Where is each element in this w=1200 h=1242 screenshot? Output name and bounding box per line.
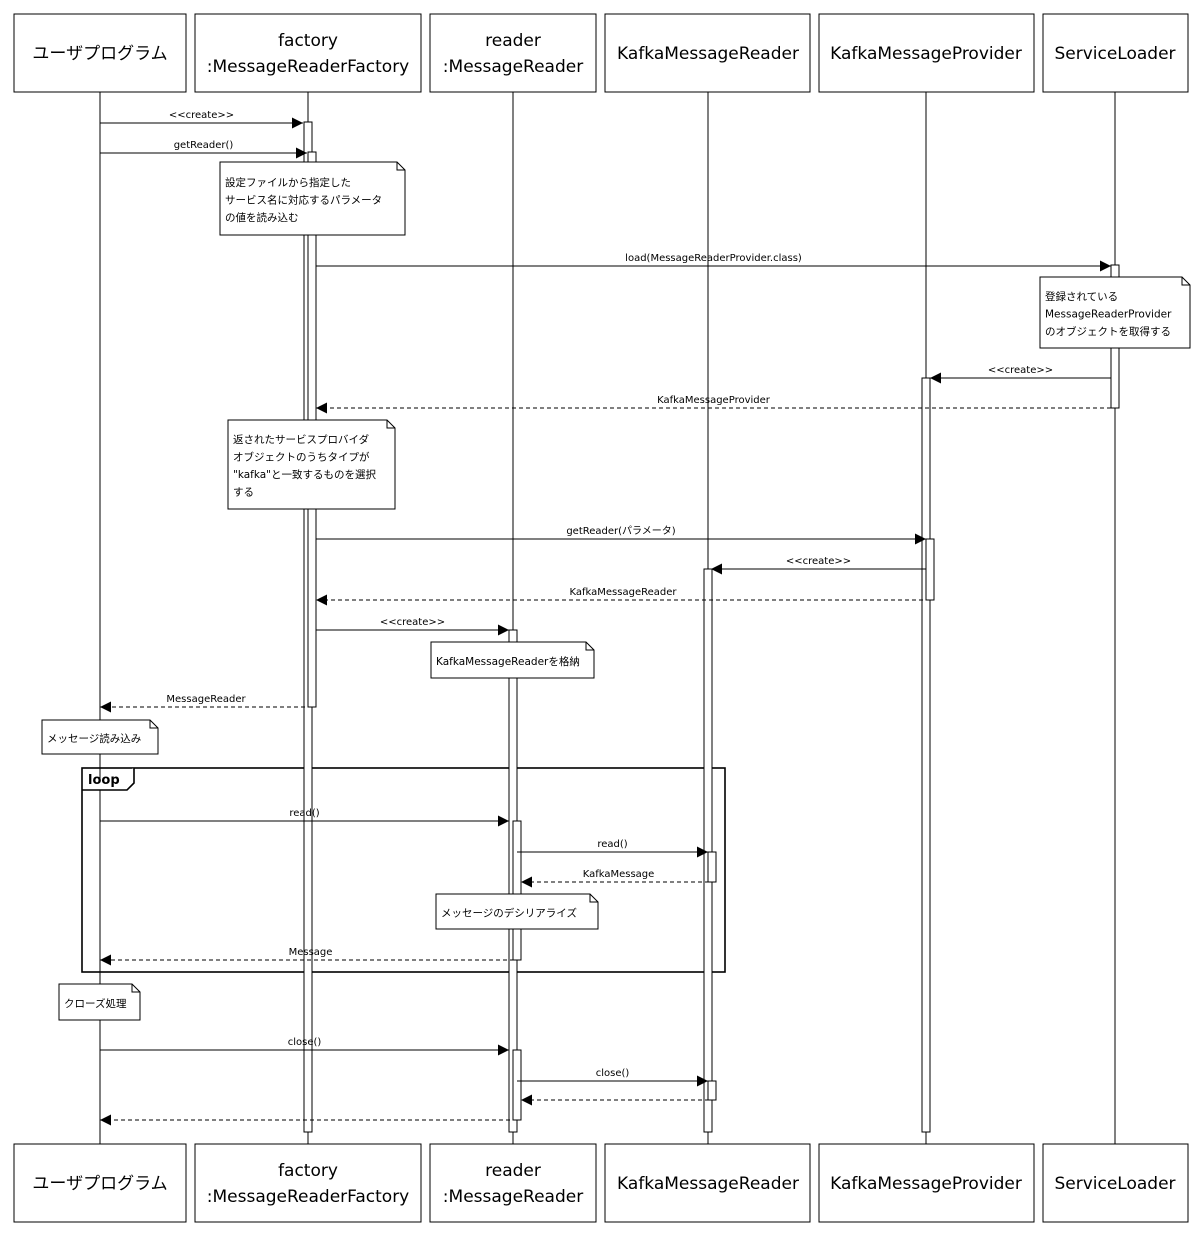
activation-reader — [512, 820, 522, 961]
note-text: の値を読み込む — [225, 211, 299, 224]
note-text: 設定ファイルから指定した — [225, 176, 351, 189]
participant-label: KafkaMessageProvider — [830, 1174, 1022, 1194]
participant-label: ServiceLoader — [1054, 44, 1175, 64]
participant-factory-top[interactable]: factory :MessageReaderFactory — [194, 13, 422, 93]
activation-kreader — [703, 568, 713, 1133]
message-loader-to-kprovider: <<create>> — [930, 365, 1111, 384]
message-label: Message — [289, 947, 333, 958]
note-registered: 登録されている MessageReaderProvider のオブジェクトを取得する — [1039, 276, 1191, 349]
message-reader-to-kreader: close() — [517, 1068, 708, 1087]
message-factory-to-loader: load(MessageReaderProvider.class) — [316, 253, 1111, 272]
message-return-kreader-to-reader: KafkaMessage — [521, 869, 716, 888]
note-text: メッセージ読み込み — [47, 732, 141, 745]
message-label: <<create>> — [169, 110, 234, 121]
participant-loader-top[interactable]: ServiceLoader — [1042, 13, 1189, 93]
participant-label: ユーザプログラム — [32, 44, 167, 64]
participant-label: :MessageReaderFactory — [207, 57, 410, 77]
message-label: load(MessageReaderProvider.class) — [625, 253, 802, 264]
participant-kprovider-bottom[interactable]: KafkaMessageProvider — [818, 1143, 1035, 1223]
activation-kprovider — [925, 538, 935, 601]
note-text: 登録されている — [1045, 290, 1118, 303]
note-text: のオブジェクトを取得する — [1045, 325, 1171, 338]
note-read: メッセージ読み込み — [41, 719, 159, 755]
note-text: クローズ処理 — [64, 997, 127, 1010]
participant-label: ユーザプログラム — [32, 1174, 167, 1194]
message-factory-to-kprovider: getReader(パラメータ) — [316, 525, 926, 545]
fragment-label: loop — [88, 773, 120, 788]
message-kprovider-to-kreader: <<create>> — [711, 556, 926, 575]
note-close: クローズ処理 — [58, 983, 141, 1021]
message-label: getReader() — [174, 140, 234, 151]
message-reader-to-kreader: read() — [517, 839, 708, 858]
activation-kreader — [707, 851, 717, 883]
message-label: read() — [289, 808, 319, 819]
message-user-to-reader: read() — [100, 808, 509, 827]
participant-label: factory — [278, 31, 338, 51]
message-label: KafkaMessageProvider — [657, 395, 771, 406]
participant-label: KafkaMessageProvider — [830, 44, 1022, 64]
participant-label: KafkaMessageReader — [617, 44, 799, 64]
participant-label: :MessageReader — [443, 1187, 583, 1207]
message-label: <<create>> — [988, 365, 1053, 376]
message-return-loader-to-factory: KafkaMessageProvider — [316, 395, 1111, 414]
message-label: getReader(パラメータ) — [566, 525, 675, 537]
note-text: MessageReaderProvider — [1045, 308, 1172, 320]
participant-label: factory — [278, 1161, 338, 1181]
participant-label: ServiceLoader — [1054, 1174, 1175, 1194]
participant-reader-top[interactable]: reader :MessageReader — [429, 13, 597, 93]
message-label: read() — [597, 839, 627, 850]
participant-kprovider-top[interactable]: KafkaMessageProvider — [818, 13, 1035, 93]
participant-label: :MessageReaderFactory — [207, 1187, 410, 1207]
message-return-factory-to-user: MessageReader — [100, 694, 312, 713]
participant-factory-bottom[interactable]: factory :MessageReaderFactory — [194, 1143, 422, 1223]
participant-label: KafkaMessageReader — [617, 1174, 799, 1194]
note-text: KafkaMessageReaderを格納 — [436, 655, 580, 668]
message-label: close() — [288, 1037, 322, 1048]
message-label: MessageReader — [166, 694, 246, 705]
note-text: 返されたサービスプロバイダ — [233, 433, 370, 446]
activation-reader — [512, 1049, 522, 1121]
note-text: メッセージのデシリアライズ — [441, 906, 577, 919]
message-label: <<create>> — [380, 617, 445, 628]
message-user-to-factory: getReader() — [100, 140, 307, 159]
participant-kreader-top[interactable]: KafkaMessageReader — [604, 13, 811, 93]
participant-user-top[interactable]: ユーザプログラム — [13, 13, 187, 93]
participant-kreader-bottom[interactable]: KafkaMessageReader — [604, 1143, 811, 1223]
note-text: サービス名に対応するパラメータ — [225, 193, 382, 206]
note-text: "kafka"と一致するものを選択 — [233, 468, 377, 481]
participant-label: reader — [485, 31, 541, 51]
note-store: KafkaMessageReaderを格納 — [430, 641, 595, 679]
note-deserialize: メッセージのデシリアライズ — [435, 893, 599, 930]
message-user-to-reader: close() — [100, 1037, 509, 1056]
participant-label: :MessageReader — [443, 57, 583, 77]
activation-kprovider — [921, 377, 931, 1133]
participant-user-bottom[interactable]: ユーザプログラム — [13, 1143, 187, 1223]
message-label: KafkaMessageReader — [570, 587, 678, 598]
message-label: <<create>> — [786, 556, 851, 567]
fragment-loop: loop — [81, 767, 726, 973]
note-text: する — [233, 487, 254, 499]
participant-loader-bottom[interactable]: ServiceLoader — [1042, 1143, 1189, 1223]
message-return-kprovider-to-factory: KafkaMessageReader — [316, 587, 930, 606]
note-text: オブジェクトのうちタイプが — [233, 451, 370, 464]
participant-label: reader — [485, 1161, 541, 1181]
participant-reader-bottom[interactable]: reader :MessageReader — [429, 1143, 597, 1223]
message-label: close() — [596, 1068, 630, 1079]
message-user-to-factory: <<create>> — [100, 110, 303, 129]
activation-kreader — [707, 1080, 717, 1101]
message-factory-to-reader: <<create>> — [316, 617, 509, 636]
message-label: KafkaMessage — [583, 869, 655, 880]
message-return-reader-to-user: Message — [100, 947, 521, 966]
